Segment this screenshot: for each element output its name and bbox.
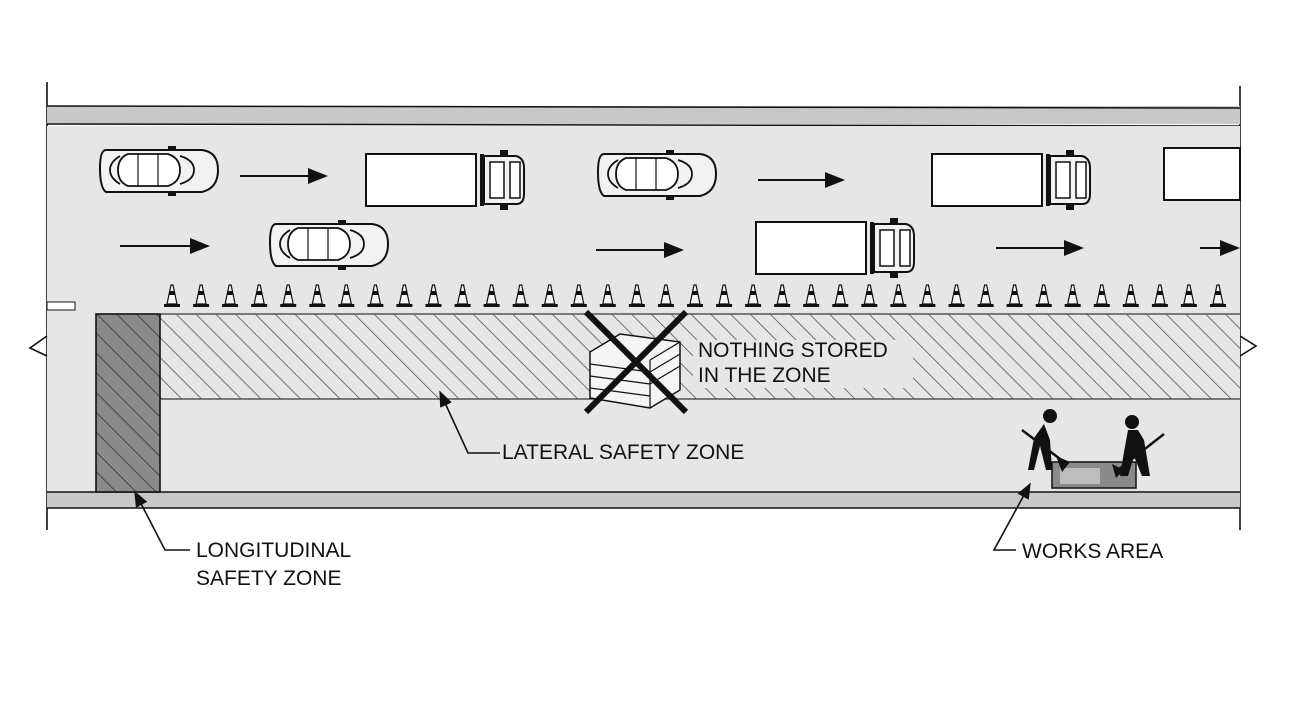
truck-1: [365, 149, 525, 211]
traffic-arrows: [120, 168, 1240, 258]
top-shoulder: [47, 106, 1240, 124]
longitudinal-safety-zone-label-2: SAFETY ZONE: [196, 567, 341, 590]
car-2: [597, 149, 717, 201]
nothing-stored-label-2: IN THE ZONE: [698, 364, 831, 387]
worker-1-icon: [1021, 409, 1070, 472]
nothing-stored-label: NOTHING STORED: [698, 339, 888, 362]
truck-2: [931, 149, 1091, 211]
car-1: [99, 145, 219, 197]
bottom-shoulder: [47, 492, 1240, 508]
stored-materials-crossed: [583, 309, 689, 415]
worker-2-icon: [1112, 415, 1165, 478]
longitudinal-safety-zone: [95, 313, 161, 493]
longitudinal-safety-zone-label: LONGITUDINAL: [196, 539, 351, 562]
vehicles: [99, 145, 1241, 279]
works-area-label: WORKS AREA: [1022, 540, 1163, 563]
lateral-safety-zone-label: LATERAL SAFETY ZONE: [502, 441, 744, 464]
leader-lines: [134, 390, 1031, 551]
car-3: [269, 219, 389, 271]
truck-partial: [1163, 147, 1241, 201]
works-area: [1021, 409, 1165, 489]
truck-3: [755, 217, 915, 279]
